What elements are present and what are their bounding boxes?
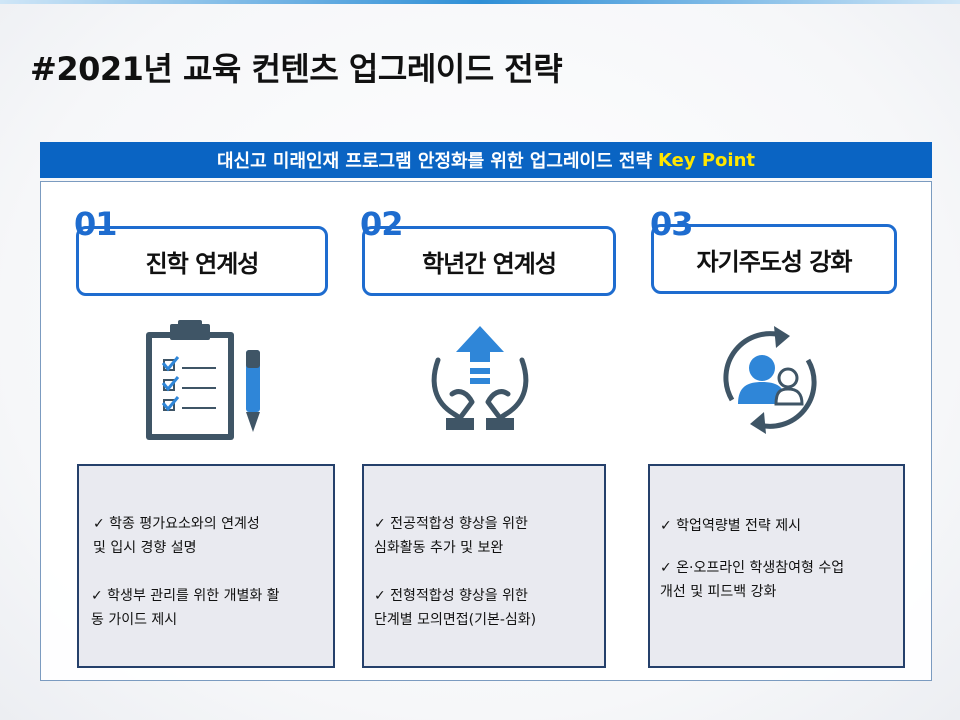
point-3-item-1: ✓ 학업역량별 전략 제시	[660, 518, 802, 534]
point-2-title: 학년간 연계성	[422, 249, 557, 278]
point-1-item-1: ✓ 학종 평가요소와의 연계성 및 입시 경향 설명	[93, 516, 260, 556]
clipboard-checklist-icon	[146, 320, 260, 440]
point-3-detail-box: ✓ 학업역량별 전략 제시 ✓ 온·오프라인 학생참여형 수업 개선 및 피드백…	[648, 464, 905, 668]
point-3-item-2: ✓ 온·오프라인 학생참여형 수업 개선 및 피드백 강화	[660, 560, 845, 600]
top-accent-line	[0, 0, 960, 4]
point-3-title: 자기주도성 강화	[696, 247, 853, 276]
point-1-title-box: 진학 연계성	[76, 226, 328, 296]
point-3-title-box: 자기주도성 강화	[651, 224, 897, 294]
point-1-detail-box: ✓ 학종 평가요소와의 연계성 및 입시 경향 설명 ✓ 학생부 관리를 위한 …	[77, 464, 335, 668]
point-1-title: 진학 연계성	[145, 249, 260, 278]
point-2-detail-box: ✓ 전공적합성 향상을 위한 심화활동 추가 및 보완 ✓ 전형적합성 향상을 …	[362, 464, 606, 668]
person-cycle-icon	[723, 326, 817, 434]
page-title: #2021년 교육 컨텐츠 업그레이드 전략	[30, 50, 563, 88]
point-2-item-2: ✓ 전형적합성 향상을 위한 단계별 모의면접(기본-심화)	[374, 588, 537, 628]
point-3-number: 03	[650, 205, 694, 243]
banner-highlight: Key Point	[658, 149, 756, 171]
hands-upward-arrow-icon	[431, 326, 529, 430]
point-2-item-1: ✓ 전공적합성 향상을 위한 심화활동 추가 및 보완	[374, 516, 528, 556]
banner-text: 대신고 미래인재 프로그램 안정화를 위한 업그레이드 전략	[216, 151, 653, 172]
point-2-title-box: 학년간 연계성	[362, 226, 616, 296]
point-2-number: 02	[360, 205, 404, 243]
point-1-item-2: ✓ 학생부 관리를 위한 개별화 활 동 가이드 제시	[91, 588, 280, 628]
point-1-number: 01	[74, 205, 118, 243]
key-point-banner: 대신고 미래인재 프로그램 안정화를 위한 업그레이드 전략 Key Point	[40, 142, 932, 178]
